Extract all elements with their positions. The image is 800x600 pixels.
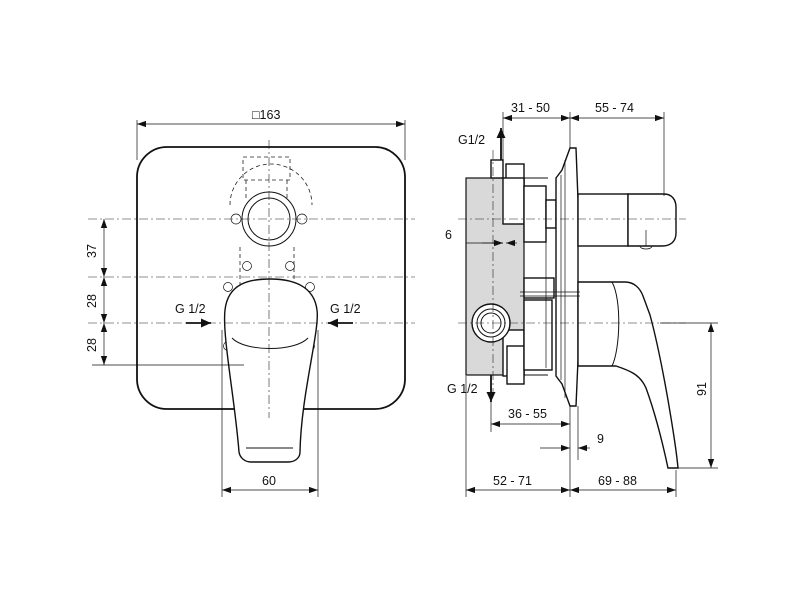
height-28-bottom-label: 28 (85, 338, 99, 352)
dimension-9: 9 (540, 406, 604, 460)
bottom-dim-2-label: 69 - 88 (598, 474, 637, 488)
dimension-bottom: 52 - 71 69 - 88 (465, 376, 677, 497)
side-view: G1/2 G 1/2 31 - 50 55 - 74 6 36 - 55 (445, 101, 718, 497)
dim-6-label: 6 (445, 228, 452, 242)
dimension-lever-width: 60 (221, 330, 319, 497)
height-28-top-label: 28 (85, 294, 99, 308)
outlet-label-top: G1/2 (458, 133, 485, 147)
diverter-knob-side (577, 193, 677, 250)
dim-36-55-label: 36 - 55 (508, 407, 547, 421)
mounting-box (465, 159, 557, 385)
height-37-label: 37 (85, 244, 99, 258)
mixer-lever-side (577, 281, 679, 469)
dimension-36-55: 36 - 55 (490, 402, 571, 432)
dimension-91: 91 (660, 322, 718, 469)
dimension-heights: 37 28 28 (85, 219, 244, 366)
bottom-dim-1-label: 52 - 71 (493, 474, 532, 488)
inlet-label-right: G 1/2 (330, 302, 361, 316)
lever-width-label: 60 (262, 474, 276, 488)
outlet-label-bottom: G 1/2 (447, 382, 478, 396)
dimension-6: 6 (445, 228, 517, 247)
width-label: □163 (252, 108, 280, 122)
dimension-width: □163 (136, 108, 406, 160)
front-view: G 1/2 G 1/2 □163 37 28 28 60 (85, 108, 415, 497)
inlet-label-left: G 1/2 (175, 302, 206, 316)
top-dim-1-label: 31 - 50 (511, 101, 550, 115)
dim-91-label: 91 (695, 382, 709, 396)
dim-9-label: 9 (597, 432, 604, 446)
dimension-top: 31 - 50 55 - 74 (502, 101, 665, 196)
wall-plate-profile (555, 147, 579, 407)
mixer-lever (223, 278, 319, 463)
top-dim-2-label: 55 - 74 (595, 101, 634, 115)
